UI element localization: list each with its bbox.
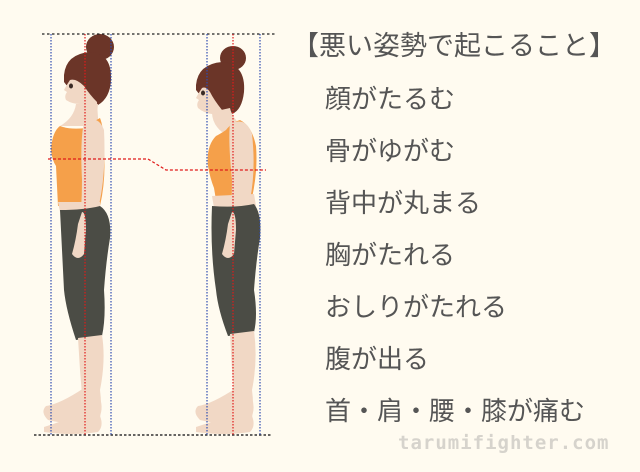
hair [64, 52, 112, 106]
effect-item: おしりがたれる [325, 293, 508, 323]
bad-posture-figure [195, 46, 261, 434]
effect-item: 骨がゆがむ [325, 137, 456, 167]
effect-item: 胸がたれる [325, 241, 456, 271]
pants [211, 204, 261, 336]
effect-item: 腹が出る [325, 345, 430, 375]
effect-item: 顔がたるむ [325, 85, 456, 115]
watermark: tarumifighter.com [398, 432, 610, 454]
pants [60, 206, 111, 340]
hair [196, 62, 245, 114]
effect-item: 首・肩・腰・膝が痛む [325, 397, 586, 427]
effect-item: 背中が丸まる [325, 189, 482, 219]
effects-list: 顔がたるむ 骨がゆがむ 背中が丸まる 胸がたれる おしりがたれる 腹が出る 首・… [325, 82, 585, 446]
bust-height-guide [48, 158, 266, 171]
good-posture-figure [43, 34, 114, 434]
guide-lines [34, 33, 275, 436]
page-title: 【悪い姿勢で起こること】 [292, 31, 616, 62]
